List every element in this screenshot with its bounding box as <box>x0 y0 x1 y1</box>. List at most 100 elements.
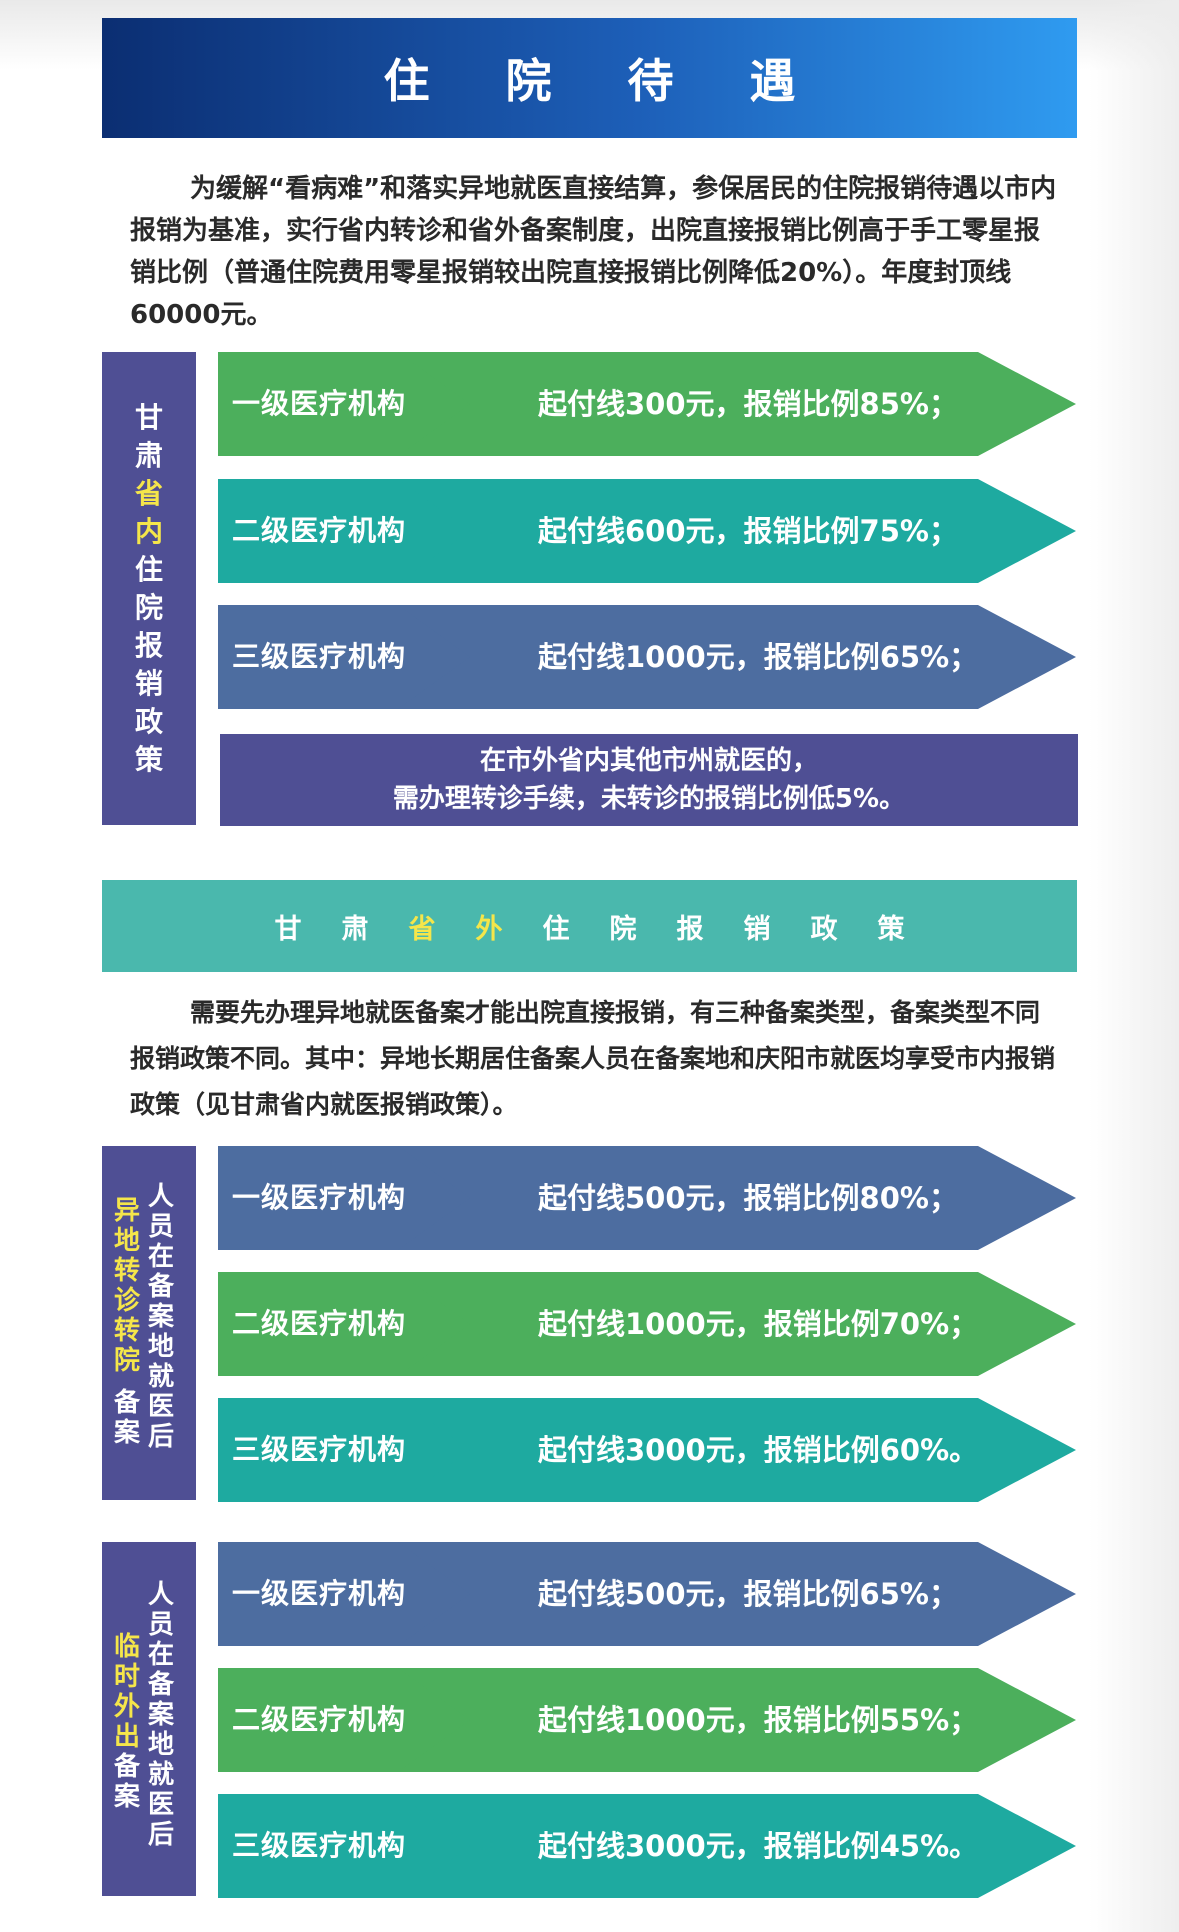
arrow-shape <box>218 1398 1076 1502</box>
vertical-char: 地 <box>114 1226 141 1256</box>
vertical-char: 人 <box>148 1580 175 1610</box>
header-char: 销 <box>743 913 791 945</box>
vertical-char: 时 <box>114 1662 141 1692</box>
vertical-char: 备 <box>148 1670 175 1700</box>
policy-row-temporary-level2: 二级医疗机构 起付线1000元，报销比例55%； <box>218 1668 1078 1772</box>
sidebar-in-province: 甘肃省内住院报销政策 <box>102 352 196 825</box>
policy-row-transfer-level1: 一级医疗机构 起付线500元，报销比例80%； <box>218 1146 1078 1250</box>
vertical-char: 案 <box>148 1302 175 1332</box>
sidebar-temporary-label-yellow: 临时外出 <box>114 1632 140 1752</box>
vertical-char: 就 <box>148 1760 175 1790</box>
vertical-char: 人 <box>148 1182 175 1212</box>
vertical-char: 案 <box>114 1418 141 1448</box>
right-shadow <box>1089 0 1179 1932</box>
sidebar-char: 省 <box>134 476 164 510</box>
sidebar-char: 报 <box>134 628 164 662</box>
vertical-char: 地 <box>148 1332 175 1362</box>
vertical-char: 后 <box>148 1422 175 1452</box>
header-char: 外 <box>475 913 523 945</box>
sidebar-transfer-label-white-left: 备案 <box>114 1388 140 1448</box>
policy-text: 起付线600元，报销比例75%； <box>538 514 958 548</box>
policy-text: 起付线500元，报销比例65%； <box>538 1577 958 1611</box>
sidebar-temporary-label-white-right: 人员在备案地就医后 <box>148 1580 174 1850</box>
policy-text: 起付线1000元，报销比例70%； <box>538 1307 979 1341</box>
vertical-char: 备 <box>114 1388 141 1418</box>
policy-row-in-province-level2: 二级医疗机构 起付线600元，报销比例75%； <box>218 479 1078 583</box>
header-char: 策 <box>877 913 925 945</box>
vertical-char: 院 <box>114 1346 141 1376</box>
policy-text: 起付线300元，报销比例85%； <box>538 387 958 421</box>
vertical-char: 案 <box>148 1700 175 1730</box>
policy-row-transfer-level3: 三级医疗机构 起付线3000元，报销比例60%。 <box>218 1398 1078 1502</box>
policy-text: 起付线500元，报销比例80%； <box>538 1181 958 1215</box>
arrow-shape <box>218 1668 1076 1772</box>
level-label: 二级医疗机构 <box>232 1307 407 1340</box>
policy-row-in-province-level3: 三级医疗机构 起付线1000元，报销比例65%； <box>218 605 1078 709</box>
vertical-char: 异 <box>114 1196 141 1226</box>
page-title-banner: 住 院 待 遇 <box>102 18 1077 138</box>
level-label: 一级医疗机构 <box>232 1181 407 1214</box>
sidebar-transfer-label-white-right: 人员在备案地就医后 <box>148 1182 174 1452</box>
arrow-shape <box>218 1542 1076 1646</box>
sidebar-char: 甘 <box>134 400 164 434</box>
vertical-char: 转 <box>114 1316 141 1346</box>
vertical-char: 备 <box>114 1752 141 1782</box>
sidebar-in-province-label: 甘肃省内住院报销政策 <box>134 400 164 776</box>
header-char: 甘 <box>274 913 322 945</box>
sidebar-temporary-label-white-left: 备案 <box>114 1752 140 1812</box>
vertical-char: 备 <box>148 1272 175 1302</box>
header-char: 院 <box>609 913 657 945</box>
sidebar-char: 院 <box>134 590 164 624</box>
policy-row-in-province-level1: 一级医疗机构 起付线300元，报销比例85%； <box>218 352 1078 456</box>
policy-text: 起付线1000元，报销比例55%； <box>538 1703 979 1737</box>
vertical-char: 后 <box>148 1820 175 1850</box>
header-char: 报 <box>676 913 724 945</box>
vertical-char: 在 <box>148 1242 175 1272</box>
vertical-char: 地 <box>148 1730 175 1760</box>
sidebar-transfer-filing: 异地转诊转院 备案 人员在备案地就医后 <box>102 1146 196 1500</box>
header-char: 肃 <box>341 913 389 945</box>
sidebar-char: 肃 <box>134 438 164 472</box>
arrow-shape <box>218 1794 1076 1898</box>
out-of-province-header: 甘肃省外住院报销政策 <box>102 880 1077 972</box>
vertical-char: 临 <box>114 1632 141 1662</box>
policy-text: 起付线3000元，报销比例45%。 <box>538 1829 979 1863</box>
intro-paragraph: 为缓解“看病难”和落实异地就医直接结算，参保居民的住院报销待遇以市内报销为基准，… <box>130 174 1057 330</box>
header-char: 住 <box>542 913 590 945</box>
header-char: 政 <box>810 913 858 945</box>
policy-row-temporary-level3: 三级医疗机构 起付线3000元，报销比例45%。 <box>218 1794 1078 1898</box>
vertical-char: 就 <box>148 1362 175 1392</box>
level-label: 三级医疗机构 <box>232 1433 407 1466</box>
arrow-shape <box>218 352 1076 456</box>
vertical-char: 在 <box>148 1640 175 1670</box>
page-title: 住 院 待 遇 <box>383 54 826 108</box>
arrow-shape <box>218 1272 1076 1376</box>
arrow-shape <box>218 1146 1076 1250</box>
arrow-shape <box>218 605 1076 709</box>
vertical-char: 案 <box>114 1782 141 1812</box>
sidebar-char: 内 <box>134 514 164 548</box>
sidebar-char: 销 <box>134 666 164 700</box>
vertical-char: 医 <box>148 1392 175 1422</box>
transfer-note: 在市外省内其他市州就医的， 需办理转诊手续，未转诊的报销比例低5%。 <box>220 734 1078 826</box>
policy-text: 起付线3000元，报销比例60%。 <box>538 1433 979 1467</box>
policy-text: 起付线1000元，报销比例65%； <box>538 640 979 674</box>
sidebar-temporary-filing: 临时外出 备案 人员在备案地就医后 <box>102 1542 196 1896</box>
arrow-shape <box>218 479 1076 583</box>
sidebar-char: 政 <box>134 704 164 738</box>
vertical-char: 诊 <box>114 1286 141 1316</box>
transfer-note-line1: 在市外省内其他市州就医的， <box>479 746 818 776</box>
policy-row-transfer-level2: 二级医疗机构 起付线1000元，报销比例70%； <box>218 1272 1078 1376</box>
out-of-province-intro: 需要先办理异地就医备案才能出院直接报销，有三种备案类型，备案类型不同报销政策不同… <box>130 998 1056 1119</box>
header-char: 省 <box>408 913 456 945</box>
sidebar-char: 策 <box>134 742 164 776</box>
level-label: 二级医疗机构 <box>232 1703 407 1736</box>
vertical-char: 员 <box>148 1610 175 1640</box>
level-label: 二级医疗机构 <box>232 514 407 547</box>
vertical-char: 外 <box>114 1692 141 1722</box>
sidebar-transfer-label-yellow: 异地转诊转院 <box>114 1196 140 1376</box>
vertical-char: 医 <box>148 1790 175 1820</box>
level-label: 三级医疗机构 <box>232 640 407 673</box>
level-label: 三级医疗机构 <box>232 1829 407 1862</box>
vertical-char: 员 <box>148 1212 175 1242</box>
